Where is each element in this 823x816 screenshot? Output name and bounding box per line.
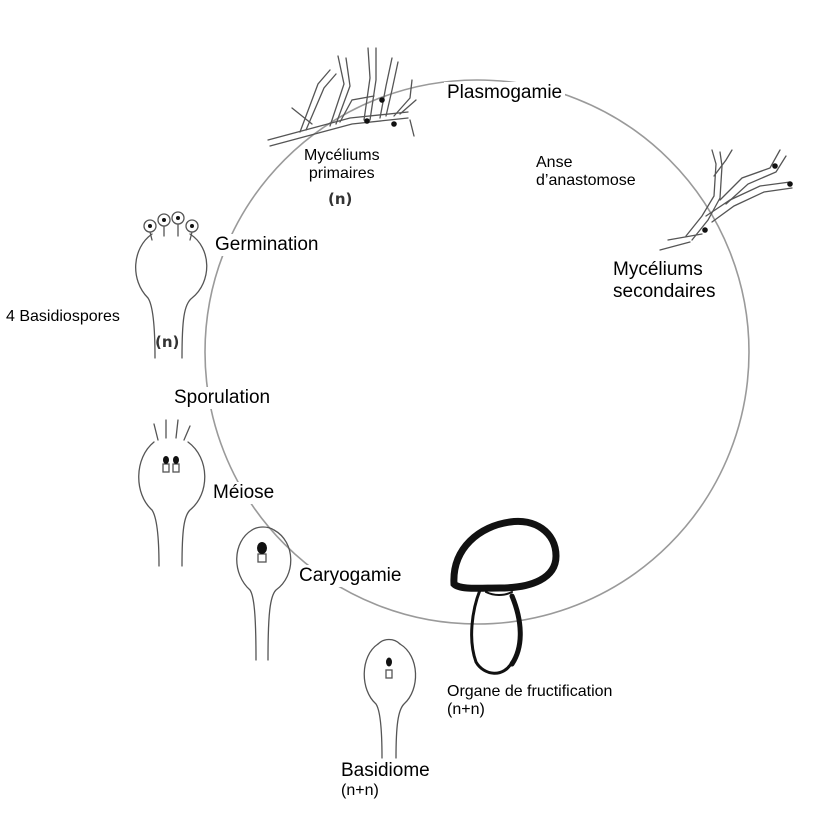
label-sporulation: Sporulation bbox=[171, 387, 273, 409]
label-plasmogamie: Plasmogamie bbox=[444, 82, 565, 104]
label-organe-line1: Organe de fructification bbox=[447, 683, 612, 701]
label-basidiome: Basidiome (n+n) bbox=[338, 760, 433, 800]
nucleus-dot bbox=[379, 97, 385, 103]
label-anse-line1: Anse bbox=[536, 154, 636, 172]
nucleus-dot bbox=[364, 118, 370, 124]
label-myceliums-secondaires-line2: secondaires bbox=[613, 281, 715, 303]
label-basidiome-line1: Basidiome bbox=[341, 760, 430, 782]
nucleus-dot bbox=[176, 216, 180, 220]
label-myceliums-primaires: Mycéliums primaires bbox=[301, 147, 383, 184]
label-myceliums-secondaires: Mycéliums secondaires bbox=[610, 259, 718, 303]
label-anse-anastomose: Anse d’anastomose bbox=[533, 154, 639, 191]
secondary-mycelium-sketch bbox=[660, 150, 792, 250]
label-anse-line2: d’anastomose bbox=[536, 172, 636, 190]
mushroom-icon bbox=[454, 521, 556, 673]
nucleus-dot bbox=[148, 224, 152, 228]
nucleus-dot bbox=[257, 542, 267, 554]
nucleus-dot bbox=[702, 227, 708, 233]
nucleus-dot bbox=[163, 456, 169, 464]
label-basidiome-line2: (n+n) bbox=[341, 782, 430, 800]
nucleus-dot bbox=[391, 121, 397, 127]
label-organe-fructification: Organe de fructification (n+n) bbox=[444, 683, 615, 720]
label-ploidy-spores: (n) bbox=[155, 333, 179, 351]
primary-mycelium-sketch bbox=[268, 48, 416, 146]
label-ploidy-primary: (n) bbox=[328, 190, 352, 208]
nucleus-dot bbox=[787, 181, 793, 187]
nucleus-dot bbox=[162, 218, 166, 222]
label-meiose: Méiose bbox=[210, 482, 277, 504]
young-basidium-sketch bbox=[364, 640, 415, 759]
label-myceliums-primaires-line1: Mycéliums bbox=[304, 147, 380, 165]
nucleus-dot bbox=[190, 224, 194, 228]
label-germination: Germination bbox=[212, 234, 322, 256]
nucleus-dot bbox=[386, 658, 392, 667]
label-basidiospores: 4 Basidiospores bbox=[3, 308, 123, 326]
basidium-meiosis-sketch bbox=[139, 420, 205, 566]
label-caryogamie: Caryogamie bbox=[296, 565, 404, 587]
label-myceliums-primaires-line2: primaires bbox=[304, 165, 380, 183]
nucleus-dot bbox=[173, 456, 179, 464]
nucleus-dot bbox=[772, 163, 778, 169]
label-myceliums-secondaires-line1: Mycéliums bbox=[613, 259, 715, 281]
label-organe-line2: (n+n) bbox=[447, 701, 612, 719]
